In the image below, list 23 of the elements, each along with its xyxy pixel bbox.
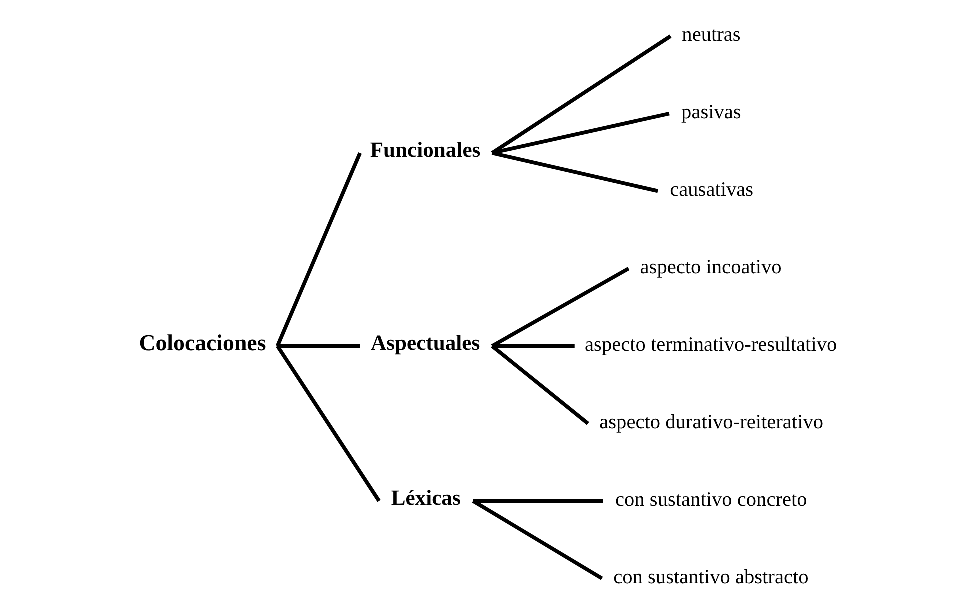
connector <box>491 344 590 426</box>
node-text: causativas <box>670 179 754 202</box>
connector <box>491 34 672 155</box>
node-text: con sustantivo concreto <box>616 489 808 512</box>
connector <box>278 344 360 348</box>
connector <box>492 151 658 194</box>
node-text: aspecto terminativo-resultativo <box>585 334 838 356</box>
node-text: con sustantivo abstracto <box>614 566 809 588</box>
connector <box>473 499 604 504</box>
node-text: aspecto incoativo <box>640 256 782 279</box>
node-text: aspecto durativo-reiterativo <box>600 412 824 434</box>
connector <box>472 500 604 580</box>
connector <box>492 344 575 348</box>
node-text: Colocaciones <box>139 330 266 356</box>
node-text: neutras <box>682 24 741 46</box>
node-text: Aspectuales <box>371 331 480 356</box>
node-text: Funcionales <box>370 138 481 162</box>
node-text: pasivas <box>682 102 742 124</box>
connector <box>276 345 381 502</box>
connector <box>276 152 362 347</box>
node-text: Léxicas <box>391 486 461 510</box>
connector <box>491 267 630 348</box>
connector <box>492 112 670 156</box>
